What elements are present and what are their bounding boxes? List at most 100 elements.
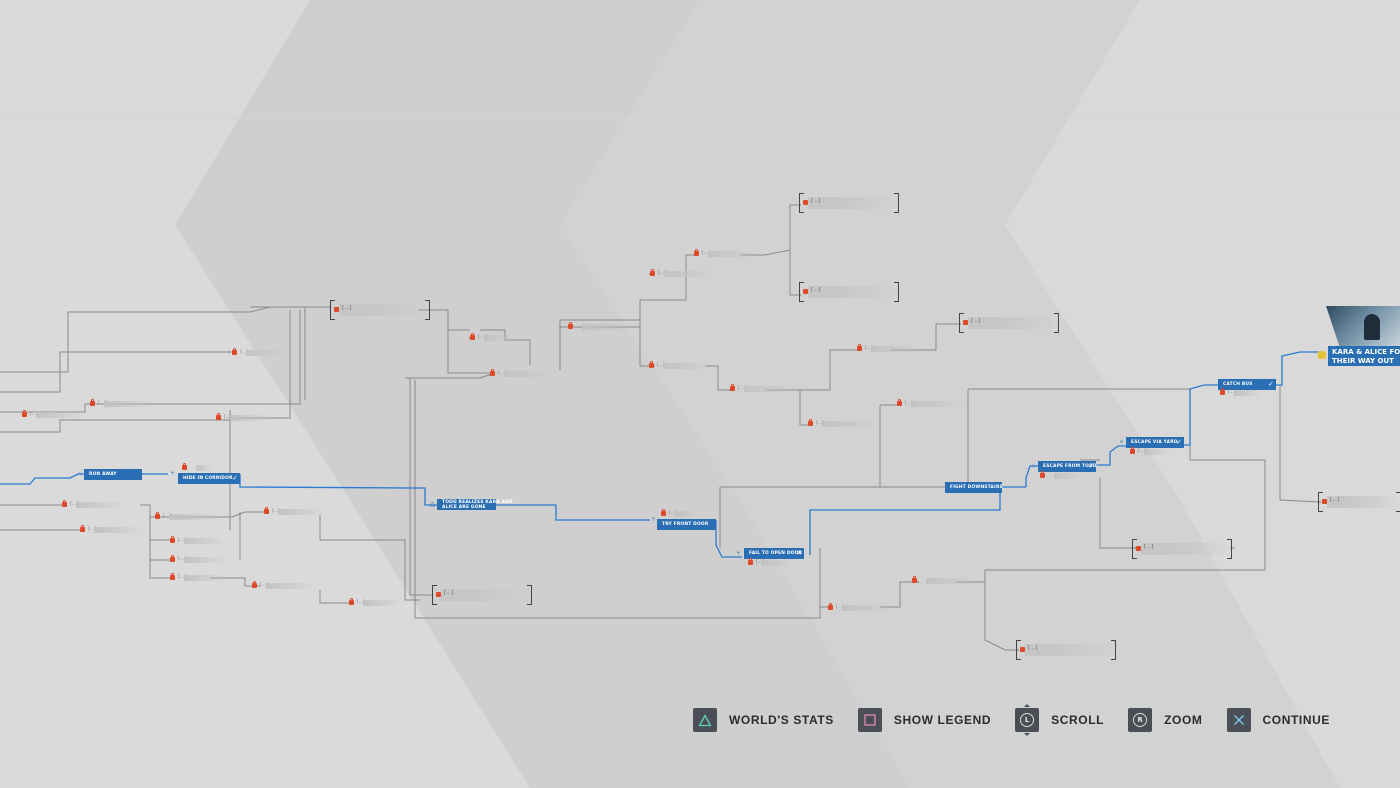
locked-choice[interactable]: [...] xyxy=(857,344,927,354)
node-fight-downstairs[interactable]: FIGHT DOWNSTAIRS xyxy=(945,482,1003,493)
node-escape-from-todd[interactable]: ⑂ ESCAPE FROM TODD ✓ xyxy=(1031,461,1097,479)
ending-kara-alice-fought[interactable]: KARA & ALICE FOUGHT THEIR WAY OUT xyxy=(1318,306,1400,372)
scroll-label: SCROLL xyxy=(1051,713,1105,727)
node-hide-in-corridor[interactable]: ⑂ HIDE IN CORRIDOR ✓ xyxy=(170,463,240,484)
locked-ending[interactable]: [...] xyxy=(799,282,899,302)
lock-icon xyxy=(470,333,475,340)
locked-choice[interactable]: [...] xyxy=(897,399,972,409)
locked-choice[interactable] xyxy=(568,322,638,332)
ending-frame xyxy=(959,313,1059,333)
locked-choice[interactable] xyxy=(912,576,982,586)
locked-choice[interactable]: [...] xyxy=(650,269,720,279)
locked-choice[interactable]: [...] xyxy=(170,555,232,565)
locked-label: [...] xyxy=(1330,497,1340,503)
locked-label: [...] xyxy=(272,509,280,514)
ending-title: KARA & ALICE FOUGHT THEIR WAY OUT xyxy=(1328,346,1400,366)
blurred-text xyxy=(266,583,316,589)
locked-choice[interactable]: [...] xyxy=(694,249,764,259)
locked-choice[interactable]: [...] xyxy=(252,581,322,591)
world-stats-prompt[interactable]: WORLD'S STATS xyxy=(693,708,834,732)
locked-label: [...] xyxy=(98,401,106,406)
left-stick-button[interactable]: L xyxy=(1015,704,1040,736)
locked-ending[interactable]: [...] xyxy=(1016,640,1116,660)
cross-button[interactable] xyxy=(1226,708,1251,732)
lock-icon xyxy=(650,269,655,276)
blurred-text xyxy=(196,465,212,471)
locked-choice[interactable]: [...] xyxy=(22,410,92,420)
locked-choice[interactable]: [...] xyxy=(216,413,276,423)
lock-icon xyxy=(897,399,902,406)
locked-choice[interactable]: [...] xyxy=(470,333,520,343)
node-try-front-door[interactable]: ⑂ TRY FRONT DOOR [...] xyxy=(651,509,716,530)
locked-choice[interactable]: [...] xyxy=(1130,447,1174,457)
locked-choice[interactable]: [...] xyxy=(349,598,409,608)
locked-ending[interactable]: [...] xyxy=(1132,539,1232,559)
current-position-marker xyxy=(1318,351,1326,359)
locked-label: [...] xyxy=(738,386,746,391)
square-button[interactable] xyxy=(857,708,882,732)
lock-icon xyxy=(828,603,833,610)
blurred-text xyxy=(911,401,966,407)
locked-choice[interactable]: [...] xyxy=(490,369,560,379)
locked-choice[interactable]: [...] xyxy=(808,419,883,429)
locked-ending[interactable]: [...] xyxy=(432,585,532,605)
lock-icon xyxy=(170,536,175,543)
locked-choice[interactable]: [...] xyxy=(264,507,334,517)
split-icon: ⑂ xyxy=(1031,462,1036,470)
locked-choice[interactable]: [...] xyxy=(828,603,898,613)
locked-choice[interactable]: [...] xyxy=(661,509,701,519)
locked-label: [...] xyxy=(163,514,171,519)
locked-choice[interactable]: [...] xyxy=(170,573,232,583)
locked-choice[interactable] xyxy=(1040,471,1084,481)
lock-icon xyxy=(80,525,85,532)
blurred-text xyxy=(744,386,799,392)
node-fail-to-open-door[interactable]: ⑂ FAIL TO OPEN DOOR ✕ [...] xyxy=(736,548,804,566)
lock-icon xyxy=(649,361,654,368)
right-stick-button[interactable]: R xyxy=(1128,708,1153,732)
node-todd-realizes[interactable]: △ TODD REALIZES KARA AND ALICE ARE GONE xyxy=(430,499,513,510)
locked-label: [...] xyxy=(178,575,186,580)
lock-icon xyxy=(182,463,187,470)
lock-icon xyxy=(803,289,808,294)
lock-icon xyxy=(90,399,95,406)
continue-prompt[interactable]: CONTINUE xyxy=(1226,708,1330,732)
blurred-text xyxy=(582,324,632,330)
locked-ending[interactable]: [...] xyxy=(330,300,430,320)
triangle-button[interactable] xyxy=(693,708,717,732)
node-run-away[interactable]: ⑂ RUN AWAY xyxy=(78,469,142,480)
right-stick-icon: R xyxy=(1133,713,1148,727)
show-legend-prompt[interactable]: SHOW LEGEND xyxy=(857,708,991,732)
locked-choice[interactable]: [...] xyxy=(170,536,232,546)
zoom-prompt[interactable]: R ZOOM xyxy=(1128,708,1202,732)
scroll-prompt[interactable]: L SCROLL xyxy=(1015,704,1105,736)
node-catch-bus[interactable]: CATCH BUS ✓ [...] xyxy=(1218,379,1276,396)
blurred-text xyxy=(104,401,154,407)
node-escape-via-yard[interactable]: ⑂ ESCAPE VIA YARD ✓ [...] xyxy=(1119,437,1184,455)
locked-choice[interactable] xyxy=(182,463,212,473)
locked-label: [...] xyxy=(816,421,824,426)
locked-choice[interactable]: [...] xyxy=(748,558,798,568)
locked-ending[interactable]: [...] xyxy=(1318,492,1400,512)
lock-icon xyxy=(963,320,968,325)
blurred-text xyxy=(94,527,144,533)
lock-icon xyxy=(349,598,354,605)
locked-choice[interactable]: [...] xyxy=(80,525,150,535)
locked-choice[interactable]: [...] xyxy=(730,384,805,394)
locked-choice[interactable]: [...] xyxy=(232,348,292,358)
triangle-icon: △ xyxy=(429,500,436,508)
locked-label: [...] xyxy=(657,363,665,368)
locked-ending[interactable]: [...] xyxy=(959,313,1059,333)
locked-choice[interactable]: [...] xyxy=(649,361,719,371)
locked-choice[interactable]: [...] xyxy=(1220,388,1264,398)
locked-label: [...] xyxy=(702,251,710,256)
lock-icon xyxy=(730,384,735,391)
lock-icon xyxy=(334,307,339,312)
locked-ending[interactable]: [...] xyxy=(799,193,899,213)
locked-choice[interactable]: [...] xyxy=(155,512,230,522)
locked-choice[interactable]: [...] xyxy=(62,500,132,510)
check-icon: ✓ xyxy=(1176,438,1182,446)
blurred-text xyxy=(484,335,514,341)
blurred-text xyxy=(278,509,328,515)
locked-choice[interactable]: [...] xyxy=(90,399,160,409)
